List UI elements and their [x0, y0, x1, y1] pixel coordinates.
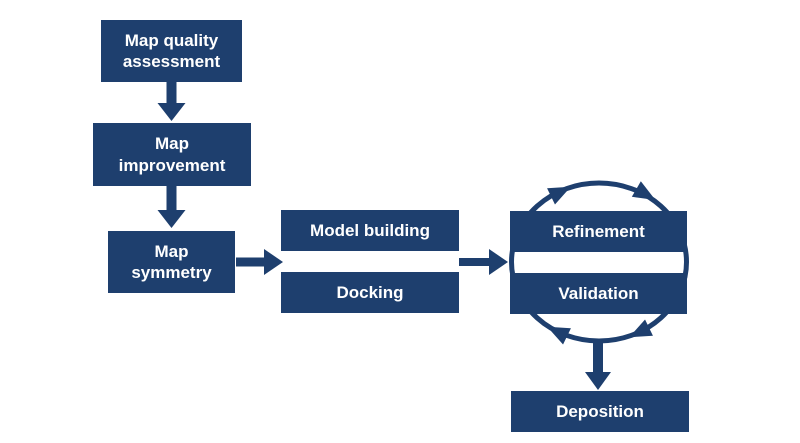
cycle-arrowhead-bottom-left: [547, 326, 571, 345]
box-validation: Validation: [510, 273, 687, 314]
box-model-building: Model building: [281, 210, 459, 251]
box-map-symmetry: Map symmetry: [108, 231, 235, 293]
arrow-cycle-to-deposition: [585, 339, 611, 390]
box-label: Deposition: [556, 401, 644, 421]
box-docking: Docking: [281, 272, 459, 313]
box-label: Validation: [558, 283, 639, 303]
arrow-improvement-to-symmetry: [157, 186, 186, 228]
cycle-arrowhead-top-left: [547, 186, 571, 205]
arrow-symmetry-to-modeling: [236, 249, 283, 275]
box-deposition: Deposition: [511, 391, 689, 432]
arrow-quality-to-improvement: [157, 82, 186, 121]
box-label: Map symmetry: [131, 241, 212, 282]
box-map-improvement: Map improvement: [93, 123, 251, 186]
cycle-arrowhead-bottom-right: [629, 319, 653, 338]
box-label: Map improvement: [118, 134, 226, 175]
refinement-validation-cycle: [509, 180, 689, 345]
box-refinement: Refinement: [510, 211, 687, 252]
box-map-quality-assessment: Map quality assessment: [101, 20, 242, 82]
cycle-ellipse: [509, 180, 689, 344]
cycle-arrowhead-top-right: [631, 181, 656, 200]
box-label: Map quality assessment: [122, 30, 221, 71]
box-label: Refinement: [552, 221, 645, 241]
box-label: Model building: [310, 220, 430, 240]
box-label: Docking: [336, 282, 404, 302]
arrow-modeling-to-refinement: [459, 249, 508, 275]
